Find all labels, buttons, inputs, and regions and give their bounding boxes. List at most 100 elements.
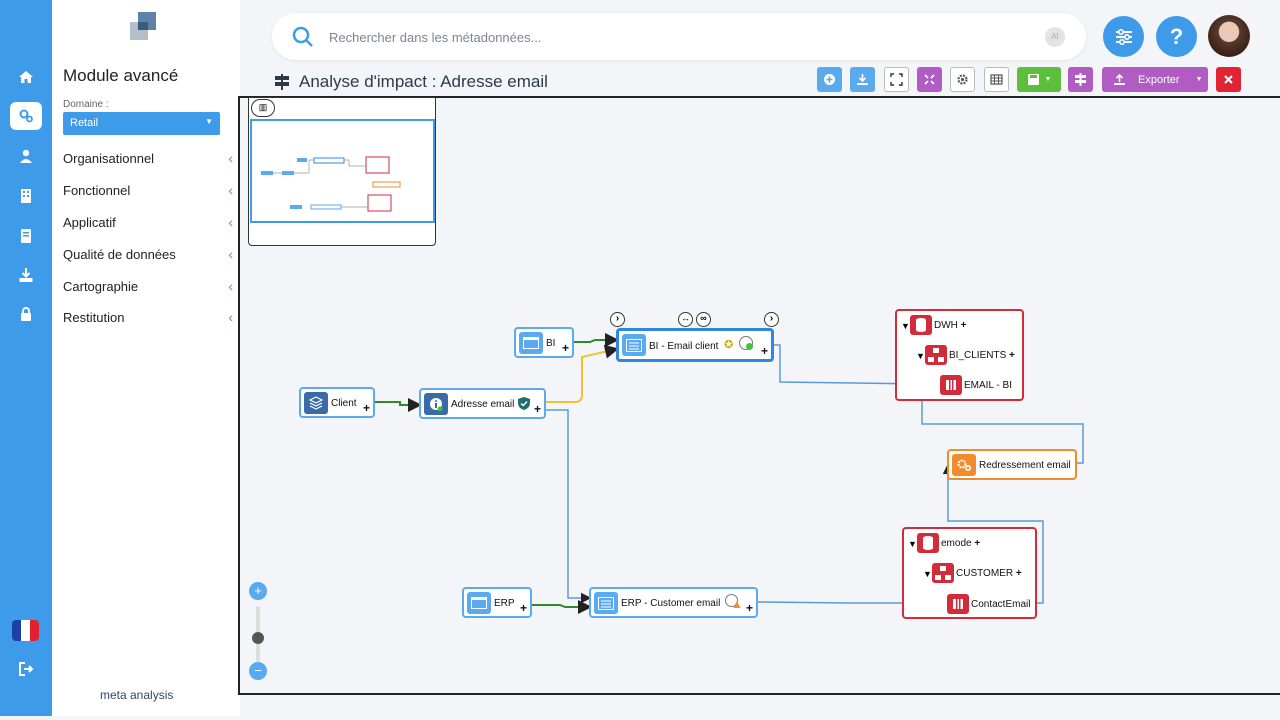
window-icon [519, 332, 543, 354]
brand-footer: meta analysis [100, 688, 174, 702]
close-button[interactable] [1216, 67, 1241, 92]
nav-item-label: Restitution [63, 310, 125, 325]
collapse-icon [924, 74, 935, 85]
link-bi-bi-email[interactable] [574, 333, 619, 347]
upload-icon [1114, 73, 1125, 85]
fullscreen-button[interactable] [884, 67, 909, 92]
link-erp-erp-email[interactable] [532, 600, 592, 614]
container-emode[interactable]: ▼ emode + ▼ CUSTOMER + ContactEmail [902, 527, 1037, 619]
save-button[interactable]: ▼ [1017, 67, 1061, 92]
search-input[interactable]: Rechercher dans les métadonnées... [329, 30, 542, 45]
expand-plus-icon[interactable]: + [760, 344, 768, 358]
nav-item-qualite[interactable]: Qualité de données ‹ [63, 246, 233, 267]
user-icon[interactable] [10, 142, 42, 170]
download-button[interactable] [850, 67, 875, 92]
zoom-out-button[interactable]: − [249, 662, 267, 680]
caret-down-icon[interactable]: ▼ [923, 569, 932, 579]
collapse-button[interactable] [917, 67, 942, 92]
nav-item-applicatif[interactable]: Applicatif ‹ [63, 214, 233, 235]
link-adresse-erp-email[interactable] [545, 409, 592, 604]
node-erp[interactable]: ERP + [462, 587, 532, 618]
warning-icon: ▲ [731, 597, 743, 611]
award-icon: ✪ [724, 339, 734, 351]
table-label: CUSTOMER + [956, 568, 1022, 579]
nav-item-label: Applicatif [63, 215, 116, 230]
expand-plus-icon[interactable]: + [561, 341, 569, 355]
link-client-adresse[interactable] [374, 398, 422, 412]
export-button[interactable]: Exporter ▼ [1102, 67, 1208, 92]
download-icon [857, 74, 868, 85]
node-label: Client [331, 398, 357, 409]
column-icon [947, 594, 969, 614]
node-bi-email-client[interactable]: BI - Email client ✪ + [616, 328, 774, 362]
link-adresse-bi-email[interactable] [545, 344, 619, 403]
book-icon[interactable] [10, 222, 42, 250]
node-adresse-email[interactable]: Adresse email + [419, 388, 546, 419]
minimap[interactable]: ▥ [248, 97, 436, 246]
search-bar[interactable]: Rechercher dans les métadonnées... AI [272, 13, 1086, 60]
logout-icon[interactable] [10, 655, 42, 683]
node-client[interactable]: Client + [299, 387, 375, 418]
nav-item-restitution[interactable]: Restitution ‹ [63, 309, 233, 330]
expand-plus-icon[interactable]: + [745, 601, 753, 615]
gears-icon[interactable] [10, 102, 42, 130]
column-icon [940, 375, 962, 395]
settings-button[interactable] [950, 67, 975, 92]
node-label: ERP [494, 598, 515, 609]
home-icon[interactable] [10, 63, 42, 91]
node-erp-customer-email[interactable]: ERP - Customer email ▲ + [589, 587, 758, 618]
caret-down-icon: ▼ [1195, 76, 1203, 83]
table-tree-icon [925, 345, 947, 365]
gears-icon [952, 454, 976, 476]
nav-item-cartographie[interactable]: Cartographie ‹ [63, 278, 233, 299]
domain-select[interactable]: Retail ▼ [63, 112, 220, 135]
chevron-right-icon[interactable]: › [764, 312, 779, 327]
nav-item-fonctionnel[interactable]: Fonctionnel ‹ [63, 182, 233, 203]
caret-down-icon[interactable]: ▼ [916, 351, 925, 361]
caret-down-icon[interactable]: ▼ [901, 321, 910, 331]
zoom-control: + − [248, 582, 268, 682]
caret-down-icon[interactable]: ▼ [908, 539, 917, 549]
table-label: BI_CLIENTS + [949, 350, 1015, 361]
export-label: Exporter [1138, 73, 1180, 86]
signpost-button[interactable] [1068, 67, 1093, 92]
zoom-in-button[interactable]: + [249, 582, 267, 600]
avatar[interactable] [1208, 15, 1250, 57]
add-circle-icon [824, 74, 835, 85]
zoom-handle[interactable] [252, 632, 264, 644]
icon-rail [0, 0, 52, 716]
filters-button[interactable] [1103, 16, 1144, 57]
french-flag-icon[interactable] [12, 620, 39, 641]
minimap-viewport[interactable] [250, 119, 435, 223]
container-dwh[interactable]: ▼ DWH + ▼ BI_CLIENTS + EMAIL - BI [895, 309, 1024, 401]
ai-badge[interactable]: AI [1045, 27, 1065, 47]
download-icon[interactable] [10, 261, 42, 289]
shield-icon [518, 397, 530, 410]
nav-item-label: Cartographie [63, 279, 139, 294]
lock-icon[interactable] [10, 300, 42, 328]
resize-icon[interactable]: ↔ [678, 312, 693, 327]
db-label: DWH + [934, 320, 967, 331]
app-logo [130, 12, 156, 40]
expand-plus-icon[interactable]: + [533, 402, 541, 416]
save-icon [1027, 74, 1039, 85]
node-bi[interactable]: BI + [514, 327, 574, 358]
settings-icon [957, 74, 968, 85]
link-emode-redressement[interactable] [942, 463, 1044, 604]
map-icon[interactable]: ▥ [251, 99, 275, 117]
nav-item-organisationnel[interactable]: Organisationnel ‹ [63, 150, 233, 171]
help-button[interactable]: ? [1156, 16, 1197, 57]
table-view-button[interactable] [984, 67, 1009, 92]
node-redressement-email[interactable]: Redressement email [947, 449, 1077, 480]
chevron-left-icon: ‹ [228, 150, 233, 166]
expand-plus-icon[interactable]: + [519, 601, 527, 615]
link-icon[interactable]: ∞ [696, 312, 711, 327]
caret-down-icon: ▼ [1044, 76, 1052, 83]
add-node-button[interactable] [817, 67, 842, 92]
building-icon[interactable] [10, 182, 42, 210]
chevron-right-icon[interactable]: › [610, 312, 625, 327]
caret-down-icon: ▼ [205, 117, 213, 126]
link-bi-email-dwh[interactable] [773, 344, 932, 390]
database-icon [917, 533, 939, 553]
expand-plus-icon[interactable]: + [362, 401, 370, 415]
